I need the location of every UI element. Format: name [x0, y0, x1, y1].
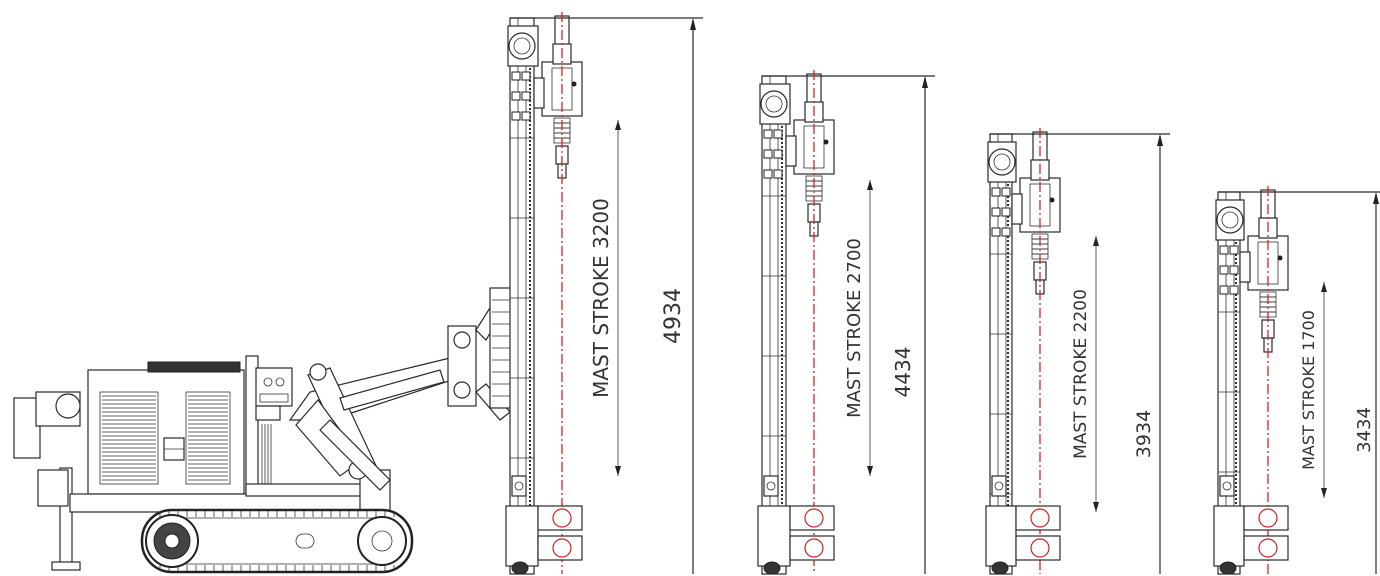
mast-height-label: 3934 [1133, 410, 1155, 458]
mast-height-label: 3434 [1354, 407, 1375, 453]
mast-stroke-label: MAST STROKE 2200 [1071, 289, 1091, 459]
mast-3: MAST STROKE 2200 3934 [985, 128, 1170, 575]
mast-4: MAST STROKE 1700 3434 [1213, 186, 1380, 575]
drill-rig-body [13, 287, 513, 574]
mast-height-label: 4934 [661, 288, 686, 344]
mast-stroke-label: MAST STROKE 2700 [844, 238, 865, 418]
mast-1: MAST STROKE 3200 4934 [505, 12, 703, 575]
mast-stroke-label: MAST STROKE 1700 [1299, 310, 1318, 470]
mast-2: MAST STROKE 2700 4434 [757, 70, 935, 575]
mast-stroke-label: MAST STROKE 3200 [589, 198, 613, 398]
mast-height-label: 4434 [891, 347, 915, 398]
